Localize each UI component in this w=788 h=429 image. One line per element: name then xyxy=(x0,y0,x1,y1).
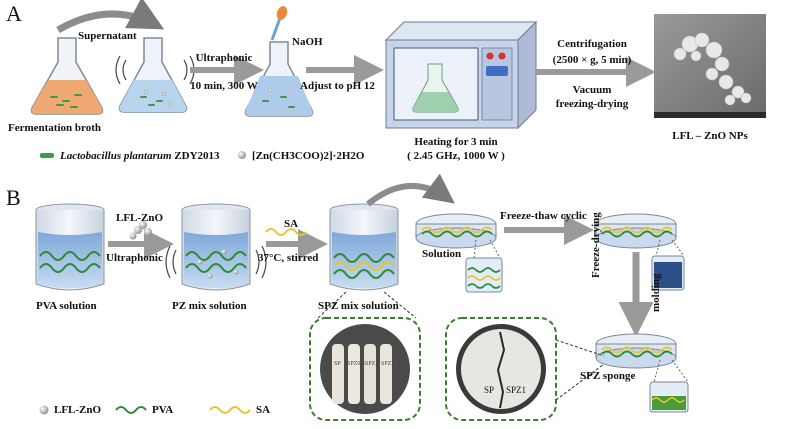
heating-label: Heating for 3 min xyxy=(414,136,498,148)
solution-zoom-vial xyxy=(465,239,503,293)
fermentation-broth-label: Fermentation broth xyxy=(8,122,101,134)
solution-label: Solution xyxy=(422,248,462,260)
supernatant-label: Supernatant xyxy=(78,30,137,42)
centrifugation-label: Centrifugation xyxy=(557,38,627,50)
panel-letter-b: B xyxy=(6,185,21,210)
legend-b xyxy=(39,405,251,415)
tube-label-4: SPZ2 xyxy=(381,361,395,367)
supernatant-flask xyxy=(118,37,188,113)
petri-dish-sponge xyxy=(595,333,677,369)
spz-beaker xyxy=(329,203,399,291)
freeze-thaw-label: Freeze-thaw cyclic xyxy=(500,210,587,222)
freezing-drying-label: freezing-drying xyxy=(555,98,629,110)
tube-label-3: SPZ1 xyxy=(365,361,379,367)
zoom-line-left xyxy=(317,291,347,319)
legend-pva-label: PVA xyxy=(152,404,174,416)
tubes-photo xyxy=(309,317,421,421)
naoh-flask xyxy=(244,41,314,117)
zoom-line-sponge-top xyxy=(555,339,605,357)
centrifugation-condition: (2500 × g, 5 min) xyxy=(552,54,632,66)
pz-mix-label: PZ mix solution xyxy=(172,300,247,312)
spz-sponge-label: SPZ sponge xyxy=(580,370,636,382)
vacuum-label: Vacuum xyxy=(572,84,612,96)
ultraphonic-condition: 10 min, 300 W xyxy=(190,80,258,92)
tube-label-2: SPZ0.5 xyxy=(347,361,365,367)
product-label: LFL – ZnO NPs xyxy=(672,130,748,142)
legend-bacteria-species: Lactobacillus plantarum xyxy=(60,150,172,162)
fermentation-flask xyxy=(30,37,104,115)
heating-condition: ( 2.45 GHz, 1000 W ) xyxy=(407,150,505,162)
tube-label-1: SP xyxy=(334,361,341,367)
ultrasound-waves-b xyxy=(165,245,267,279)
ultraphonic-b-label: Ultraphonic xyxy=(106,252,163,264)
legend-bacteria-strain: ZDY2013 xyxy=(174,150,220,162)
molding-label: molding xyxy=(650,273,662,312)
pva-solution-label: PVA solution xyxy=(36,300,97,312)
ultrasound-waves-a1 xyxy=(115,55,195,85)
ultraphonic-label: Ultraphonic xyxy=(195,52,253,64)
stir-condition-label: 37°C, stirred xyxy=(258,252,319,264)
naoh-label: NaOH xyxy=(292,36,323,48)
freeze-drying-label: Freeze-drying xyxy=(590,212,602,278)
legend-a xyxy=(40,151,246,159)
spz-mix-label: SPZ mix solution xyxy=(318,300,399,312)
microwave-oven xyxy=(384,20,538,130)
legend-bacteria-label: Lactobacillus plantarum ZDY2013 xyxy=(60,150,220,162)
sponge-photo xyxy=(445,317,557,421)
supernatant-arrow xyxy=(56,0,165,34)
sa-icon xyxy=(265,228,307,236)
petri-dish-solution xyxy=(415,213,497,249)
sa-label: SA xyxy=(284,218,299,230)
frozen-zoom-vial xyxy=(651,239,685,291)
photo-spz1-label: SPZ1 xyxy=(506,385,527,395)
pz-beaker xyxy=(181,203,251,291)
dropper-icon xyxy=(270,6,288,41)
legend-lflzno-label: LFL-ZnO xyxy=(54,404,102,416)
lflzno-particles xyxy=(129,221,152,240)
legend-sa-label: SA xyxy=(256,404,271,416)
sponge-zoom-vial xyxy=(649,359,689,413)
petri-dish-frozen xyxy=(595,213,677,249)
panel-letter-a: A xyxy=(6,1,22,26)
photo-sp-label: SP xyxy=(484,385,495,395)
sem-image xyxy=(654,14,766,118)
pva-beaker xyxy=(35,203,105,291)
lflzno-label: LFL-ZnO xyxy=(116,212,164,224)
zoom-line-sponge-bottom xyxy=(555,363,605,401)
legend-zinc-label: [Zn(CH3COO)2]·2H2O xyxy=(252,150,365,162)
arrow-to-dish xyxy=(366,173,455,207)
zoom-line-right xyxy=(383,291,417,319)
adjust-ph-label: Adjust to pH 12 xyxy=(300,80,375,92)
